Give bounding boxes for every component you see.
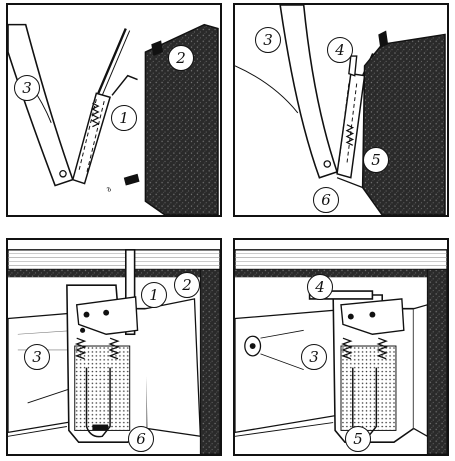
callout-3: 3 [255,27,281,53]
release-lever [124,249,136,336]
spring-right [108,337,120,360]
spring-left [341,337,353,360]
callout-5: 5 [363,147,389,173]
latch-bracket [336,72,366,179]
callout-1: 1 [111,105,137,131]
latch-bracket [71,92,111,185]
callout-4: 4 [307,274,333,300]
diagram-latch-front-view-closed [235,249,447,454]
panel-top-left: ъ 1 2 3 [6,3,222,217]
callout-3: 3 [14,75,40,101]
callout-5: 5 [345,426,371,452]
curved-arm [8,23,74,187]
callout-1: 1 [141,282,167,308]
panel-top-right: 3 4 5 6 [233,3,449,217]
diagram-latch-side-view-open: ъ [8,23,219,215]
callout-3: 3 [301,344,327,370]
panel-bottom-right: 3 4 5 [233,238,449,456]
svg-text:ъ: ъ [106,184,111,193]
panel-bottom-left: 1 2 3 6 [6,238,222,456]
callout-2: 2 [174,272,200,298]
spring-left [74,337,87,360]
door-body [361,33,446,215]
callout-2: 2 [168,45,194,71]
spring [345,124,355,146]
release-lever [97,28,127,94]
callout-4: 4 [327,37,353,63]
callout-6: 6 [128,426,154,452]
diagram-latch-front-view-open [8,249,220,454]
curved-arm [279,5,339,179]
spring-right [376,337,388,360]
callout-6: 6 [313,187,339,213]
door-body [144,23,219,215]
callout-3: 3 [24,344,50,370]
release-lever [348,55,358,77]
